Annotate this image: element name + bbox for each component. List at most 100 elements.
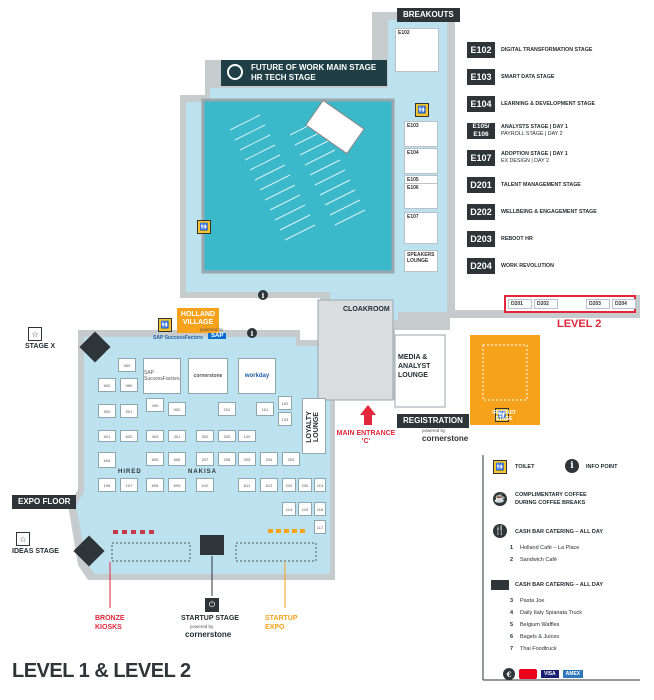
booth: 106 [98, 478, 116, 492]
startup-stage-label: STARTUP STAGE [181, 615, 239, 622]
booth: 114 [282, 502, 296, 516]
room-d203: D203 [586, 299, 610, 309]
booth: 611 [238, 478, 256, 492]
booth: 300 [196, 430, 214, 442]
booth: 612 [260, 478, 278, 492]
legend-row: D202 WELLBEING & ENGAGEMENT STAGE [467, 204, 597, 220]
booth: 101 [256, 402, 274, 416]
booth: 230 [298, 478, 312, 492]
toilet-icon: 🚻 [415, 103, 429, 117]
powered-by-text: powered by [200, 327, 224, 332]
legend-cash-bar: CASH BAR CATERING – ALL DAY [515, 529, 604, 535]
booth: 605 [146, 452, 164, 466]
room-e102: E102 [395, 28, 439, 72]
room-e104: E104 [404, 148, 438, 174]
booth: 206 [218, 452, 236, 466]
booth: 608 [146, 478, 164, 492]
mastercard-icon [519, 669, 537, 679]
media-lounge-area [394, 334, 446, 408]
legend-row: D203 REBOOT HR [467, 231, 533, 247]
speakers-lounge: SPEAKERS LOUNGE [404, 250, 438, 272]
startup-stage-platform [200, 535, 224, 555]
level2-label: LEVEL 2 [557, 318, 602, 330]
booth: 604 [98, 452, 116, 468]
toilet-icon: 🚻 [495, 408, 509, 422]
booth: 609 [168, 478, 186, 492]
nakisa-label: NAKISA [188, 469, 218, 475]
booth: 115 [298, 502, 312, 516]
legend-row: D204 WORK REVOLUTION [467, 258, 554, 274]
booth: 203 [282, 452, 300, 466]
info-point-icon: i [258, 290, 268, 300]
booth-cornerstone: cornerstone [188, 358, 228, 394]
booth: 103 [278, 412, 292, 426]
irecruit-stage-label: IRECRUIT STAGE [492, 410, 516, 422]
expo-floor-label: EXPO FLOOR [12, 495, 77, 509]
cloakroom-label: CLOAKROOM [343, 306, 390, 313]
star-icon: ☆ [28, 327, 42, 341]
holland-village-label: HOLLAND VILLAGE [177, 308, 219, 333]
breakouts-label: BREAKOUTS [397, 8, 460, 22]
booth: 204 [260, 452, 278, 466]
booth: 610 [196, 478, 214, 492]
level2-rooms: D201 D202 D203 D204 [508, 299, 636, 309]
booth: 100 [238, 430, 256, 442]
booth: 601 [98, 430, 116, 442]
booth-workday: workday [238, 358, 276, 394]
main-stage-platform [305, 99, 365, 155]
expo-booths: 550 600 560 SAP SuccessFactors 400 500 5… [88, 352, 328, 542]
booth: 500 [98, 404, 116, 418]
booth: 207 [196, 452, 214, 466]
power-icon: ⏻ [205, 598, 219, 612]
ideas-stage-label: IDEAS STAGE [12, 548, 59, 555]
media-lounge-label: MEDIA & ANALYST LOUNGE [398, 354, 431, 379]
booth: 113 [314, 478, 326, 492]
entrance-arrow-icon [360, 405, 376, 425]
legend-row: E103 SMART DATA STAGE [467, 69, 554, 85]
booth: 220 [282, 478, 296, 492]
booth: 403 [146, 430, 164, 442]
sap-successfactors-logo: SAP SuccessFactors [153, 335, 203, 341]
main-stage-label: FUTURE OF WORK MAIN STAGE HR TECH STAGE [221, 60, 387, 86]
main-entrance-label: MAIN ENTRANCE 'C' [336, 430, 396, 445]
sap-logo: SAP [208, 333, 227, 339]
startup-expo-markers [268, 529, 305, 533]
booth: 200 [218, 430, 236, 442]
booth: 102 [278, 396, 292, 410]
coffee-icon: ☕ [493, 492, 507, 506]
euro-icon: € [503, 668, 515, 680]
room-e106: E106 [404, 183, 438, 209]
legend-toilet: TOILET [515, 464, 535, 470]
bronze-kiosk-markers [113, 530, 154, 534]
room-e107: E107 [404, 212, 438, 244]
toilet-icon: 🚻 [493, 460, 507, 474]
room-d201: D201 [508, 299, 532, 309]
legend-row: D201 TALENT MANAGEMENT STAGE [467, 177, 581, 193]
booth: 205 [238, 452, 256, 466]
info-point-icon: i [565, 459, 579, 473]
stage-x-platform [79, 331, 111, 363]
room-d204: D204 [612, 299, 636, 309]
startup-expo-label: STARTUP EXPO [265, 615, 298, 631]
legend-info-point: INFO POINT [586, 464, 618, 470]
main-stage-logo-icon [227, 64, 243, 80]
info-point-icon: i [247, 328, 257, 338]
legend-coffee: COMPLIMENTARY COFFEE [515, 492, 587, 498]
visa-icon: VISA [541, 670, 559, 678]
room-d202: D202 [534, 299, 558, 309]
hired-label: HIRED [118, 469, 142, 475]
toilet-icon: 🚻 [197, 220, 211, 234]
booth: 560 [120, 378, 138, 392]
booth: 501 [120, 404, 138, 418]
booth: 116 [314, 502, 326, 516]
booth: 201 [218, 402, 236, 416]
bronze-kiosks-label: BRONZE KIOSKS [95, 615, 125, 631]
legend-row: E102 DIGITAL TRANSFORMATION STAGE [467, 42, 592, 58]
